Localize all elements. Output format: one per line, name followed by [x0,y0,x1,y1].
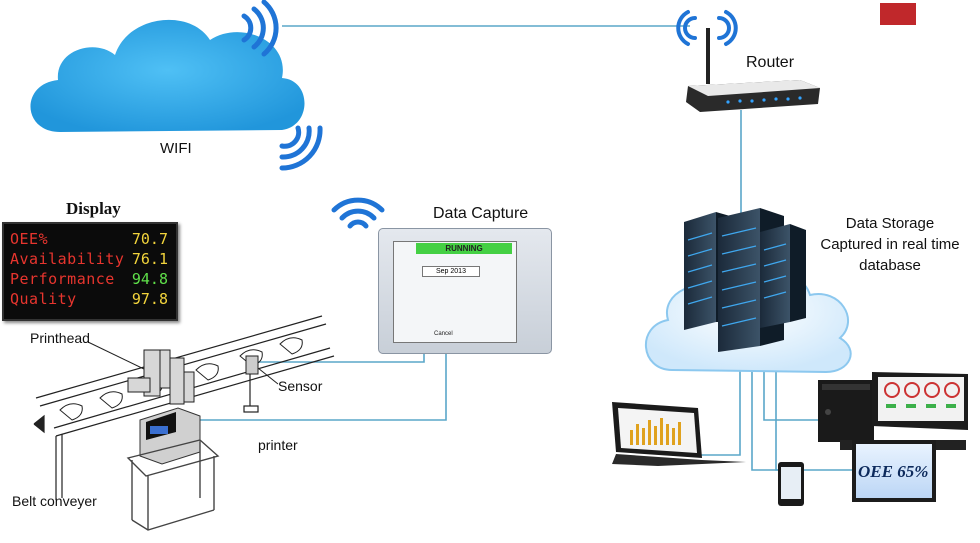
wifi-cloud-icon [30,19,305,133]
data-storage-title: Data Storage [845,215,935,232]
belt-conveyer-label: Belt conveyer [12,493,97,509]
data-storage-label: Data Storage Captured in real time datab… [800,213,980,276]
printhead-label: Printhead [30,330,90,346]
router-label: Router [746,54,795,71]
router-wifi-icon [676,10,738,46]
laptop-icon [612,402,746,466]
led-row-value: 70.7 [131,230,168,248]
display-label: Display [66,199,121,218]
wifi-signal-icon [241,0,279,57]
led-row-value: 97.8 [131,290,168,308]
sensor-icon [245,355,279,385]
captured-line-2: database [859,257,921,274]
oee-monitor-screen [852,440,936,502]
storage-oee-line [775,370,852,471]
server-rack-icon [684,208,806,352]
hmi-date: Sep 2013 [422,266,480,277]
printer-label: printer [258,437,298,453]
data-capture-hmi-panel: RUNNING Sep 2013 Cancel [378,228,552,354]
wifi-signal-icon [279,125,323,171]
led-row-value: 94.8 [131,270,168,288]
sensor-label: Sensor [278,378,323,394]
led-row-label: Performance [10,270,115,288]
printhead-icon [87,341,195,405]
led-row-label: OEE% [10,230,49,248]
wifi-label: WIFI [160,140,192,157]
data-capture-label: Data Capture [433,205,529,222]
hmi-status: RUNNING [416,243,512,254]
wifi-signal-icon [331,197,385,229]
led-row-label: Quality [10,290,77,308]
led-row-label: Availability [10,250,125,268]
led-display-board: OEE% 70.7 Availability 76.1 Performance … [2,222,178,321]
tablet-icon [778,462,804,506]
desktop-computer-icon [818,372,968,450]
router-icon [686,28,820,112]
hmi-screen: RUNNING Sep 2013 Cancel [393,241,517,343]
company-logo [880,3,916,25]
captured-line-1: Captured in real time [820,236,960,253]
connector-lines [196,25,870,471]
printer-icon [126,407,220,531]
led-row-value: 76.1 [131,250,168,268]
oee-value: OEE 65% [858,462,929,481]
printer-capture-line [196,350,447,421]
hmi-cancel-label: Cancel [434,331,453,337]
sensor-capture-line [250,350,425,363]
